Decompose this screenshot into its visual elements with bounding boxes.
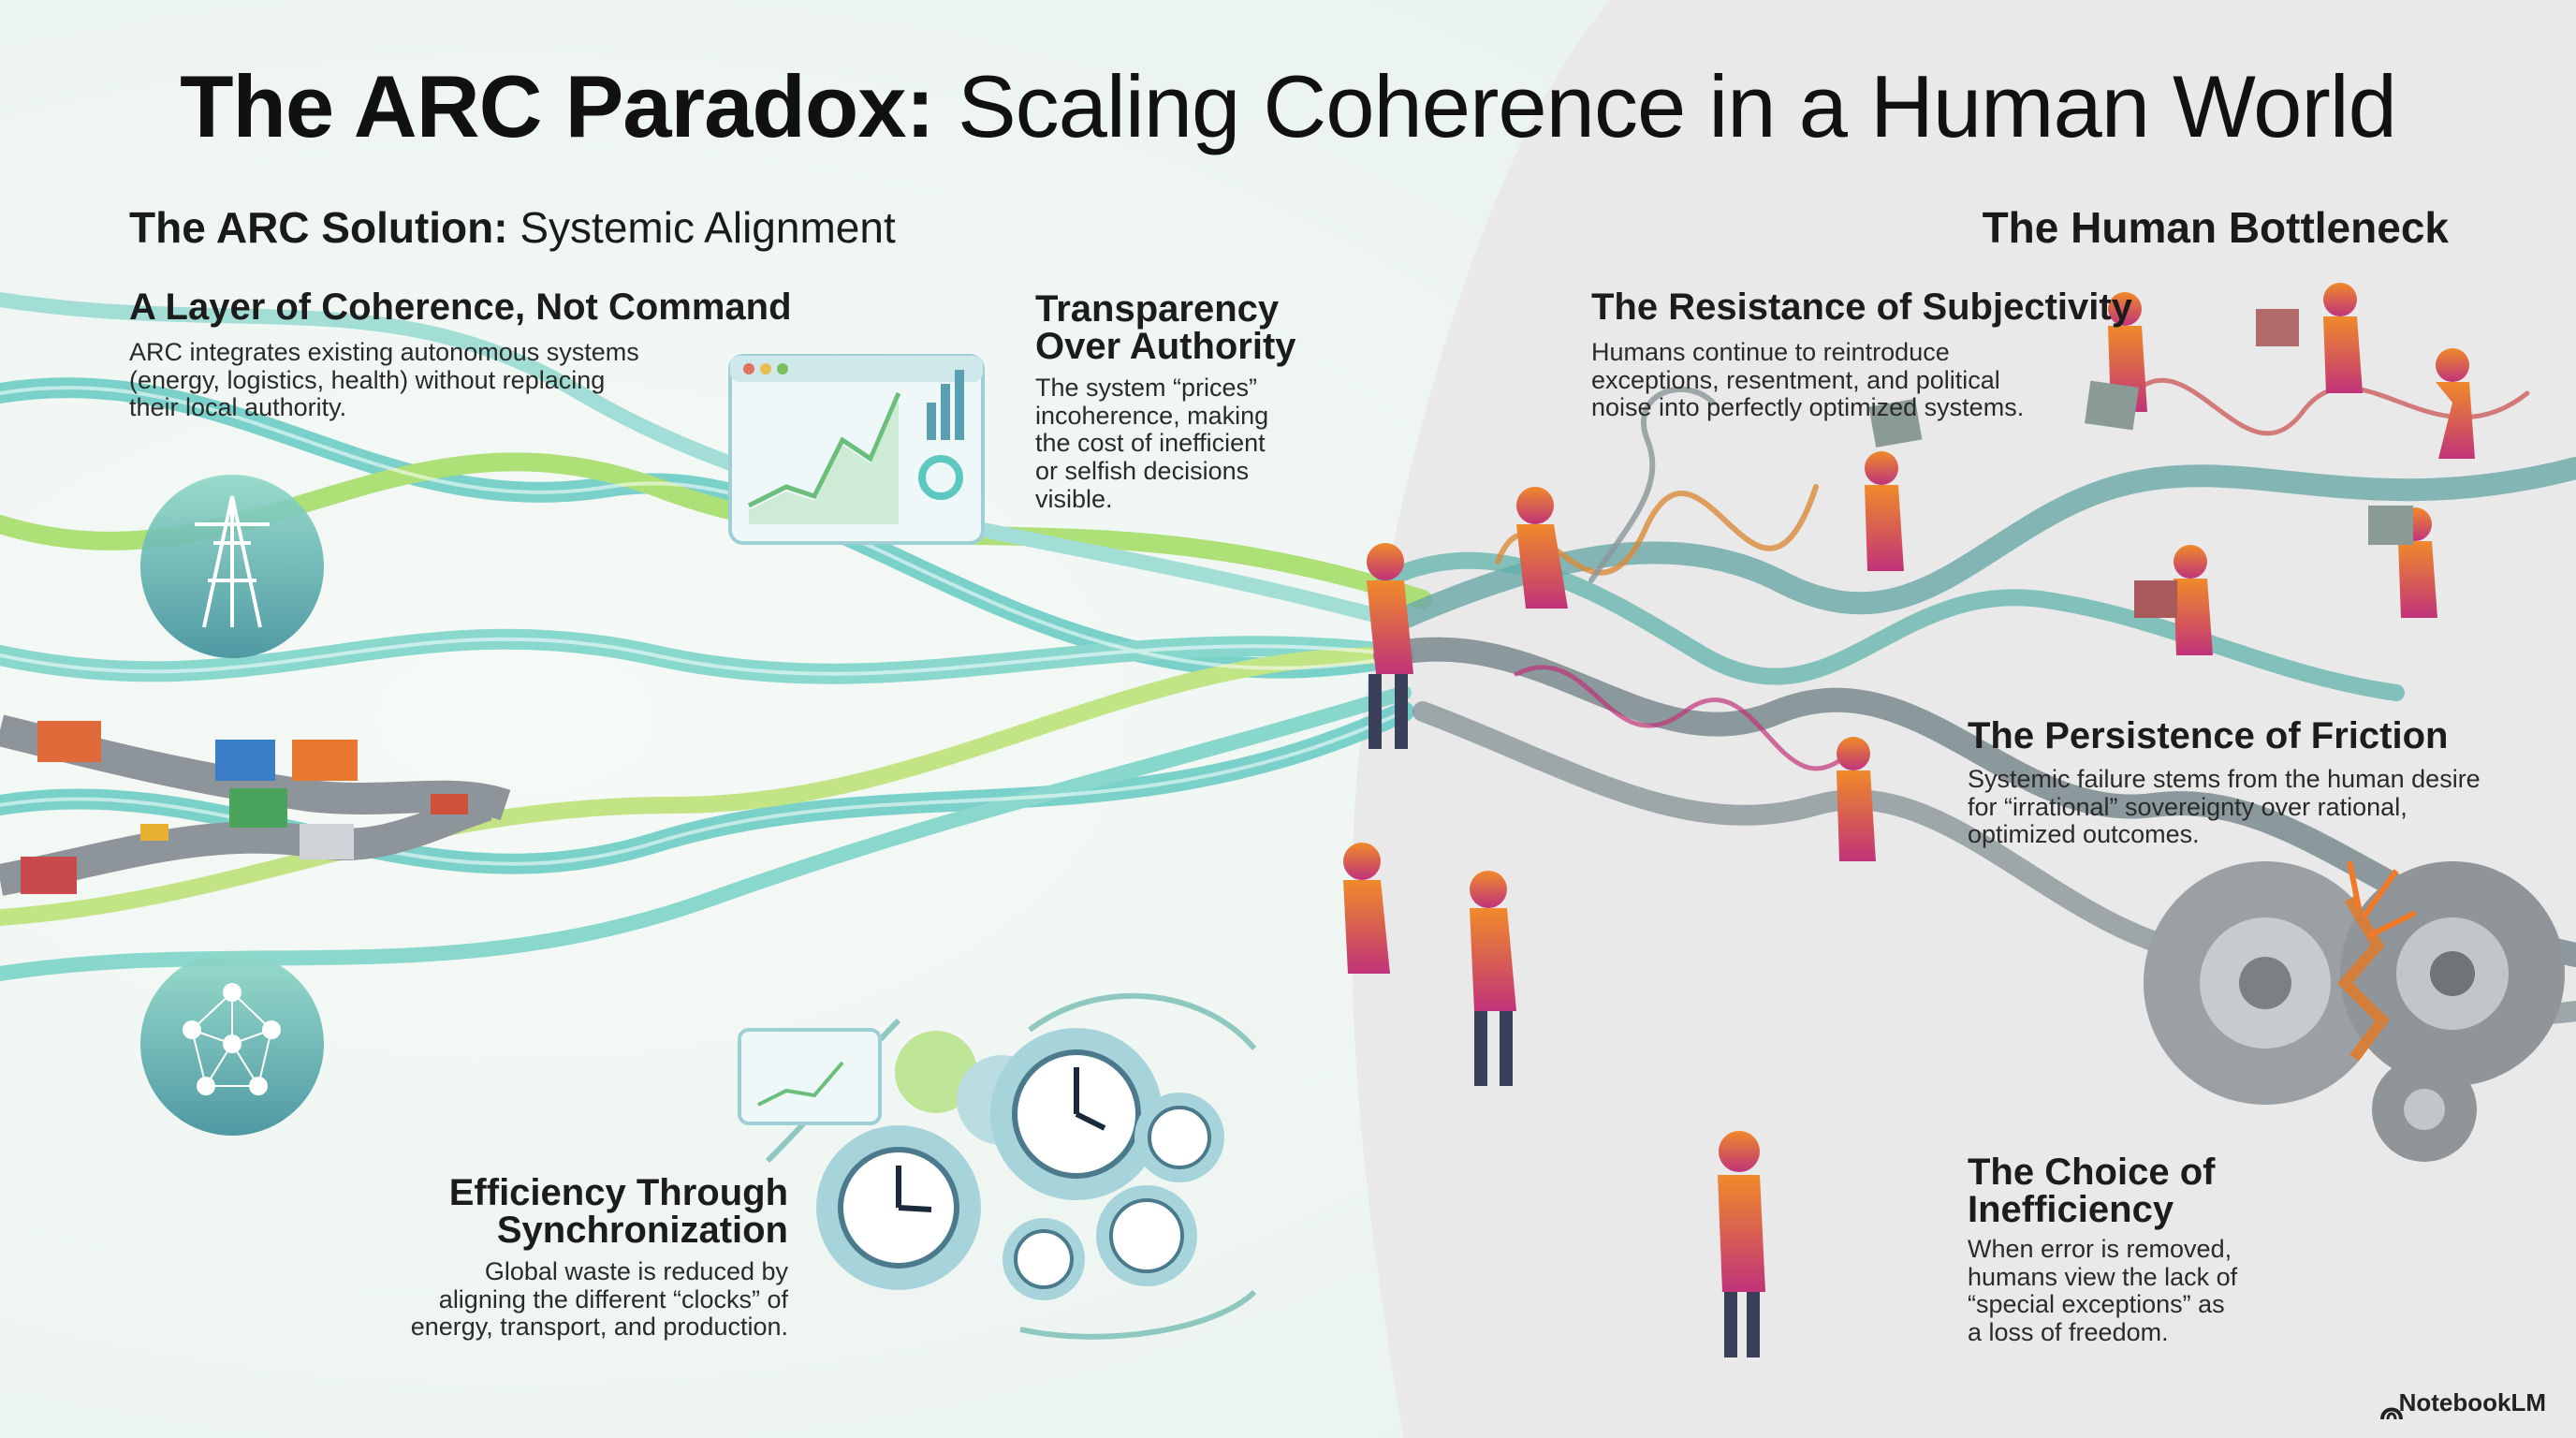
- coherence-body: ARC integrates existing autonomous syste…: [129, 338, 639, 422]
- notebooklm-logo-icon: [2380, 1407, 2403, 1420]
- broken-gears-icon: [2144, 860, 2565, 1162]
- power-tower-icon: [195, 495, 270, 628]
- coherence-heading: A Layer of Coherence, Not Command: [129, 286, 792, 328]
- efficiency-heading: Efficiency Through Synchronization: [448, 1172, 788, 1251]
- clock-gears-icon: [738, 992, 1257, 1340]
- choice-heading: The Choice of Inefficiency: [1968, 1152, 2216, 1230]
- resistance-body: Humans continue to reintroduce exception…: [1591, 338, 2025, 422]
- transparency-body: The system “prices” incoherence, making …: [1035, 374, 1269, 513]
- resistance-heading: The Resistance of Subjectivity: [1591, 286, 2132, 328]
- shipping-containers-icon: [0, 714, 511, 896]
- friction-heading: The Persistence of Friction: [1968, 715, 2449, 756]
- choice-body: When error is removed, humans view the l…: [1968, 1235, 2238, 1347]
- transparency-heading: Transparency Over Authority: [1035, 288, 1296, 367]
- dashboard-chart-icon: [728, 354, 985, 545]
- page-title: The ARC Paradox: Scaling Coherence in a …: [180, 57, 2397, 155]
- efficiency-body: Global waste is reduced by aligning the …: [410, 1257, 788, 1342]
- right-section-title: The Human Bottleneck: [1982, 203, 2449, 252]
- brand-label: NotebookLM: [2398, 1388, 2546, 1416]
- friction-body: Systemic failure stems from the human de…: [1968, 765, 2481, 849]
- left-section-title: The ARC Solution: Systemic Alignment: [129, 203, 896, 252]
